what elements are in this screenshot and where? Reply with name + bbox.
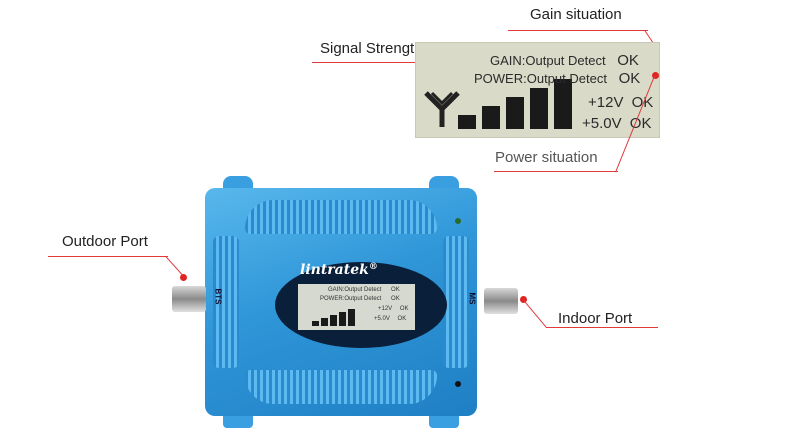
power-led: [455, 381, 461, 387]
lcd-row-gain: GAIN:Output Detect OK: [490, 52, 639, 69]
cooling-fins-top: [245, 200, 437, 234]
callout-power-situation: Power situation: [495, 149, 598, 166]
mini-row-status: OK: [391, 287, 400, 293]
signal-bar: [348, 309, 355, 326]
signal-bar: [482, 106, 500, 129]
lcd-row-label: POWER:Output Detect: [474, 71, 607, 86]
mini-row-label: GAIN:Output Detect: [328, 287, 382, 293]
lcd-row-label: +12V: [588, 94, 624, 111]
device-housing: [205, 188, 477, 416]
registered-mark: ®: [368, 262, 378, 272]
mini-row-label: +12V: [378, 306, 393, 312]
callout-indoor-port: Indoor Port: [558, 310, 633, 327]
signal-bar: [530, 88, 548, 129]
mini-signal-bars: [298, 284, 368, 330]
lcd-row-status: OK: [618, 70, 641, 87]
mini-row-label: +5.0V: [374, 316, 390, 322]
indoor-port-connector: [484, 288, 518, 314]
leader-outdoor: [48, 256, 168, 257]
lcd-zoom-panel: GAIN:Output Detect OK POWER:Output Detec…: [415, 42, 660, 138]
leader-indoor: [546, 327, 658, 328]
lcd-row-5v: +5.0V OK: [582, 115, 651, 132]
leader-gain: [508, 30, 648, 31]
mini-row-status: OK: [399, 306, 409, 312]
signal-bar: [312, 321, 319, 326]
cooling-fins-right: [443, 236, 469, 368]
signal-bar: [506, 97, 524, 129]
brand-logo: lintratek®: [300, 262, 378, 278]
mini-row-12v: +12V OK: [378, 306, 409, 312]
antenna-icon: [424, 91, 460, 127]
signal-bar: [554, 79, 572, 129]
signal-bar: [458, 115, 476, 129]
signal-bar: [321, 318, 328, 326]
callout-outdoor-port: Outdoor Port: [62, 233, 148, 250]
outdoor-marker-dot: [180, 274, 187, 281]
leader-power: [494, 171, 618, 172]
lcd-row-label: GAIN:Output Detect: [490, 53, 606, 68]
alarm-led: [455, 218, 461, 224]
cooling-fins-left: [213, 236, 239, 368]
leader-indoor-diag: [523, 300, 548, 329]
mini-row-5v: +5.0V OK: [374, 316, 406, 322]
lcd-row-12v: +12V OK: [588, 94, 653, 111]
outdoor-port-connector: [172, 286, 206, 312]
ms-port-label: MS: [467, 292, 477, 305]
callout-signal-strength: Signal Strength: [320, 40, 423, 57]
brand-name: lintratek: [300, 262, 369, 278]
signal-booster-device: [187, 176, 497, 428]
lcd-row-power: POWER:Output Detect OK: [474, 70, 640, 87]
signal-bars: [438, 43, 578, 133]
mini-row-label: POWER:Output Detect: [320, 296, 382, 302]
device-lcd: GAIN:Output Detect OK POWER:Output Detec…: [298, 284, 415, 330]
lcd-row-status: OK: [617, 52, 639, 69]
indoor-marker-dot: [520, 296, 527, 303]
mini-row-status: OK: [391, 296, 400, 302]
power-marker-dot: [652, 72, 659, 79]
leader-signal: [312, 62, 434, 63]
mini-row-status: OK: [397, 316, 407, 322]
signal-bar: [330, 315, 337, 326]
signal-bar: [339, 312, 346, 326]
mini-row-gain: GAIN:Output Detect OK: [328, 287, 400, 293]
callout-gain-situation: Gain situation: [530, 6, 622, 23]
mini-row-power: POWER:Output Detect OK: [320, 296, 400, 302]
bts-port-label: BTS: [213, 288, 223, 305]
lcd-row-label: +5.0V: [582, 115, 622, 132]
cooling-fins-bottom: [245, 370, 437, 404]
